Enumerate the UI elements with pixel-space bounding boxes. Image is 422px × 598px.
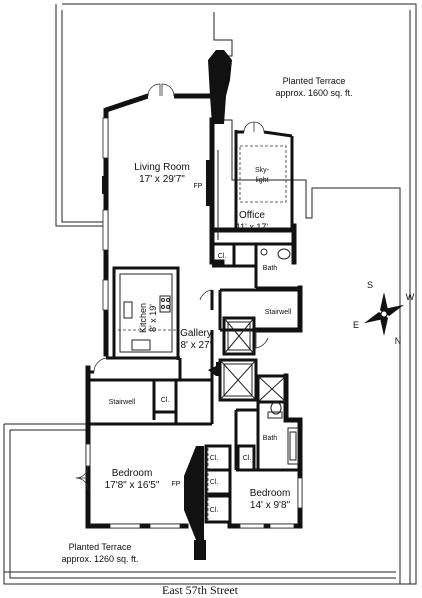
terrace-north-outline [55, 3, 417, 585]
label-office: Office 11' x 17' [236, 210, 269, 232]
street-label: East 57th Street [162, 583, 239, 597]
compass-rose: S W E N [353, 280, 415, 346]
label-closet-lower-4: Cl. [210, 507, 219, 514]
office-closet-bath [212, 242, 300, 290]
svg-text:Bedroom: Bedroom [250, 488, 291, 499]
svg-text:17' x 29'7": 17' x 29'7" [139, 174, 185, 185]
label-closet-lower-2: Cl. [243, 455, 252, 462]
living-french-doors [147, 83, 175, 99]
elevator-block [208, 358, 258, 402]
label-closet-left: Cl. [161, 397, 170, 404]
living-room-windows [102, 117, 109, 311]
svg-text:light: light [256, 177, 269, 184]
label-closet-lower-1: Cl. [210, 455, 219, 462]
stairwell-left-walls [88, 357, 212, 426]
svg-text:Sky-: Sky- [255, 167, 270, 174]
svg-text:Bedroom: Bedroom [112, 468, 153, 479]
label-kitchen: Kitchen 8' x 19' [138, 303, 158, 333]
label-fp-living: FP [194, 183, 203, 190]
label-closet-office: Cl. [218, 253, 227, 260]
gallery-walls [106, 289, 214, 424]
chimney-north [208, 50, 232, 124]
compass-e: E [353, 320, 359, 330]
svg-text:approx. 1260 sq. ft.: approx. 1260 sq. ft. [61, 554, 138, 564]
office-area [206, 121, 294, 240]
terrace-south-outline [3, 423, 400, 585]
compass-n: N [395, 336, 402, 346]
label-closet-lower-3: Cl. [210, 479, 219, 486]
svg-text:Planted Terrace: Planted Terrace [283, 76, 346, 86]
svg-text:11' x 17': 11' x 17' [236, 222, 269, 232]
label-bedroom-small: Bedroom 14' x 9'8" [250, 488, 291, 511]
svg-text:Kitchen: Kitchen [138, 303, 148, 333]
label-terrace-north: Planted Terrace approx. 1600 sq. ft. [275, 76, 352, 98]
label-terrace-south: Planted Terrace approx. 1260 sq. ft. [61, 542, 138, 564]
bedroom-small-windows [239, 477, 303, 529]
label-bedroom-main: Bedroom 17'8" x 16'5" [105, 468, 160, 491]
bedroom-main-walls [75, 443, 206, 560]
svg-text:Office: Office [239, 210, 265, 221]
label-gallery: Gallery 8' x 27' [180, 328, 212, 351]
svg-text:8' x 27': 8' x 27' [180, 340, 211, 351]
bath-lower-walls [234, 374, 300, 472]
compass-needle-icon [380, 292, 388, 314]
svg-text:14' x 9'8": 14' x 9'8" [250, 500, 291, 511]
svg-text:Gallery: Gallery [180, 328, 212, 339]
svg-text:approx. 1600 sq. ft.: approx. 1600 sq. ft. [275, 88, 352, 98]
label-skylight: Sky- light [255, 167, 270, 184]
label-fp-bedroom: FP [172, 481, 181, 488]
label-bath-upper: Bath [263, 265, 278, 272]
label-stairwell-right: Stairwell [265, 309, 292, 316]
svg-text:Planted Terrace: Planted Terrace [69, 542, 132, 552]
label-stairwell-left: Stairwell [109, 399, 136, 406]
label-living-room: Living Room 17' x 29'7" [134, 162, 190, 185]
label-bath-lower: Bath [263, 435, 278, 442]
svg-text:17'8" x 16'5": 17'8" x 16'5" [105, 480, 160, 491]
closets-lower [204, 444, 256, 524]
stairwell-right-walls [218, 288, 300, 356]
compass-w: W [406, 292, 415, 302]
svg-text:Living Room: Living Room [134, 162, 190, 173]
svg-text:8' x 19': 8' x 19' [148, 304, 158, 332]
compass-s: S [367, 280, 373, 290]
